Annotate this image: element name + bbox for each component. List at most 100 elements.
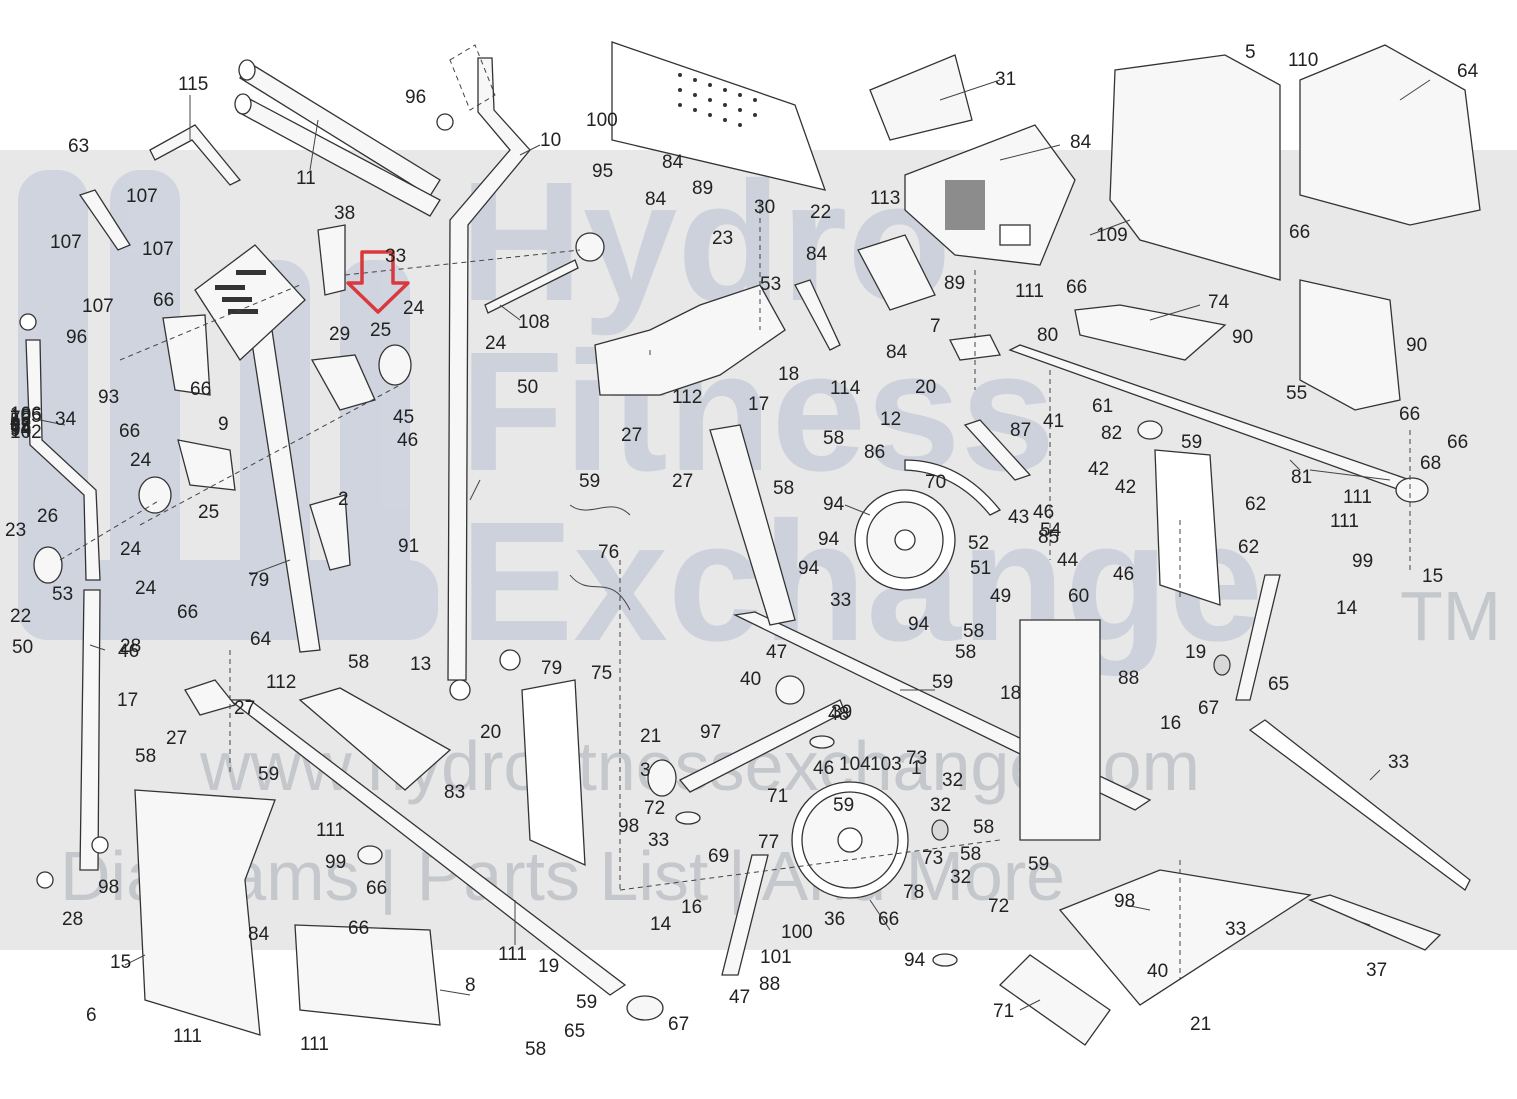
callout-94: 94 — [10, 418, 32, 439]
callout-10: 10 — [540, 130, 561, 151]
callout-46: 46 — [397, 430, 418, 451]
part-32-wheel-b — [647, 759, 677, 797]
callout-58: 58 — [348, 652, 369, 673]
callout-34: 34 — [55, 409, 77, 430]
part-81-plate — [1154, 449, 1221, 606]
callout-94: 94 — [823, 494, 845, 515]
callout-89: 89 — [944, 273, 965, 294]
part-87-cable — [569, 574, 631, 611]
callout-32: 32 — [942, 770, 963, 791]
leader-lines — [39, 79, 1431, 1011]
callout-71: 71 — [993, 1001, 1014, 1022]
callout-40: 40 — [1147, 961, 1168, 982]
callout-16: 16 — [1160, 713, 1181, 734]
callout-58: 58 — [525, 1039, 546, 1060]
part-68-vent — [1299, 279, 1401, 411]
callout-66: 66 — [153, 290, 174, 311]
callout-50: 50 — [12, 637, 33, 658]
callout-25: 25 — [370, 320, 391, 341]
callout-103: 103 — [870, 754, 902, 775]
callout-72: 72 — [10, 408, 31, 429]
callout-17: 17 — [748, 394, 769, 415]
callout-60: 60 — [1068, 586, 1089, 607]
callout-41: 41 — [1043, 411, 1064, 432]
part-35-cap — [998, 954, 1111, 1046]
callout-24: 24 — [485, 333, 507, 354]
callout-46: 46 — [118, 641, 139, 662]
callout-36: 36 — [824, 909, 845, 930]
callout-98: 98 — [98, 877, 119, 898]
callout-24: 24 — [120, 539, 142, 560]
callout-72: 72 — [644, 798, 665, 819]
callout-94: 94 — [798, 558, 820, 579]
callout-19: 19 — [1185, 642, 1206, 663]
part-23-left — [33, 546, 63, 584]
callout-26: 26 — [37, 506, 58, 527]
callout-94: 94 — [904, 950, 926, 971]
callout-67: 67 — [668, 1014, 689, 1035]
callout-111: 111 — [316, 820, 345, 841]
callout-35: 35 — [10, 416, 31, 437]
callout-61: 61 — [1092, 396, 1113, 417]
callout-111: 111 — [300, 1034, 329, 1055]
callout-72: 72 — [988, 896, 1009, 917]
callout-24: 24 — [135, 578, 157, 599]
part-86-cable — [569, 504, 631, 516]
callout-58: 58 — [955, 642, 976, 663]
part-8-vent — [294, 924, 441, 1026]
callout-110: 110 — [1288, 50, 1318, 71]
callout-109: 109 — [1096, 225, 1128, 246]
callout-78: 78 — [903, 882, 924, 903]
part-32-wheel-a — [775, 675, 805, 705]
part-79-left-arm — [79, 589, 101, 871]
part-41-flywheel — [854, 489, 956, 591]
callout-100: 100 — [586, 110, 618, 131]
callout-66: 66 — [1289, 222, 1310, 243]
callout-107: 107 — [50, 232, 82, 253]
callout-7: 7 — [930, 316, 941, 337]
callout-33: 33 — [830, 590, 851, 611]
callout-111: 111 — [1330, 511, 1359, 532]
part-75-plate — [521, 679, 586, 867]
watermark-tm: TM — [1400, 577, 1501, 655]
callout-59: 59 — [258, 764, 279, 785]
callout-94: 94 — [818, 529, 840, 550]
callout-50: 50 — [517, 377, 538, 398]
callout-9: 9 — [218, 414, 229, 435]
callout-84: 84 — [645, 189, 667, 210]
callout-18: 18 — [1000, 683, 1021, 704]
callout-92: 92 — [10, 414, 31, 435]
callout-49: 49 — [990, 586, 1011, 607]
callout-67: 67 — [1198, 698, 1219, 719]
part-56-belt — [1248, 719, 1471, 891]
callout-66: 66 — [177, 602, 198, 623]
callout-66: 66 — [1447, 432, 1468, 453]
callout-66: 66 — [878, 909, 899, 930]
callout-63: 63 — [68, 136, 89, 157]
callout-75: 75 — [591, 663, 612, 684]
part-13-pedal — [298, 687, 452, 791]
callout-73: 73 — [922, 848, 943, 869]
callout-77: 77 — [758, 832, 779, 853]
callout-88: 88 — [1118, 668, 1139, 689]
callout-111: 111 — [1015, 281, 1044, 302]
callout-95: 95 — [592, 161, 613, 182]
callout-59: 59 — [833, 795, 854, 816]
callout-56: 56 — [10, 410, 31, 431]
callout-69: 69 — [708, 846, 729, 867]
part-91-bracket — [309, 494, 351, 571]
callout-33: 33 — [648, 830, 669, 851]
callout-22: 22 — [810, 202, 831, 223]
callout-47: 47 — [766, 642, 787, 663]
callout-27: 27 — [234, 698, 255, 719]
callout-76: 76 — [598, 542, 619, 563]
callout-58: 58 — [773, 478, 794, 499]
part-15-right — [1137, 420, 1163, 440]
part-30-panel — [611, 41, 827, 191]
callout-84: 84 — [886, 342, 908, 363]
callout-59: 59 — [576, 992, 597, 1013]
callout-112: 112 — [266, 672, 296, 693]
callout-99: 99 — [1352, 551, 1373, 572]
